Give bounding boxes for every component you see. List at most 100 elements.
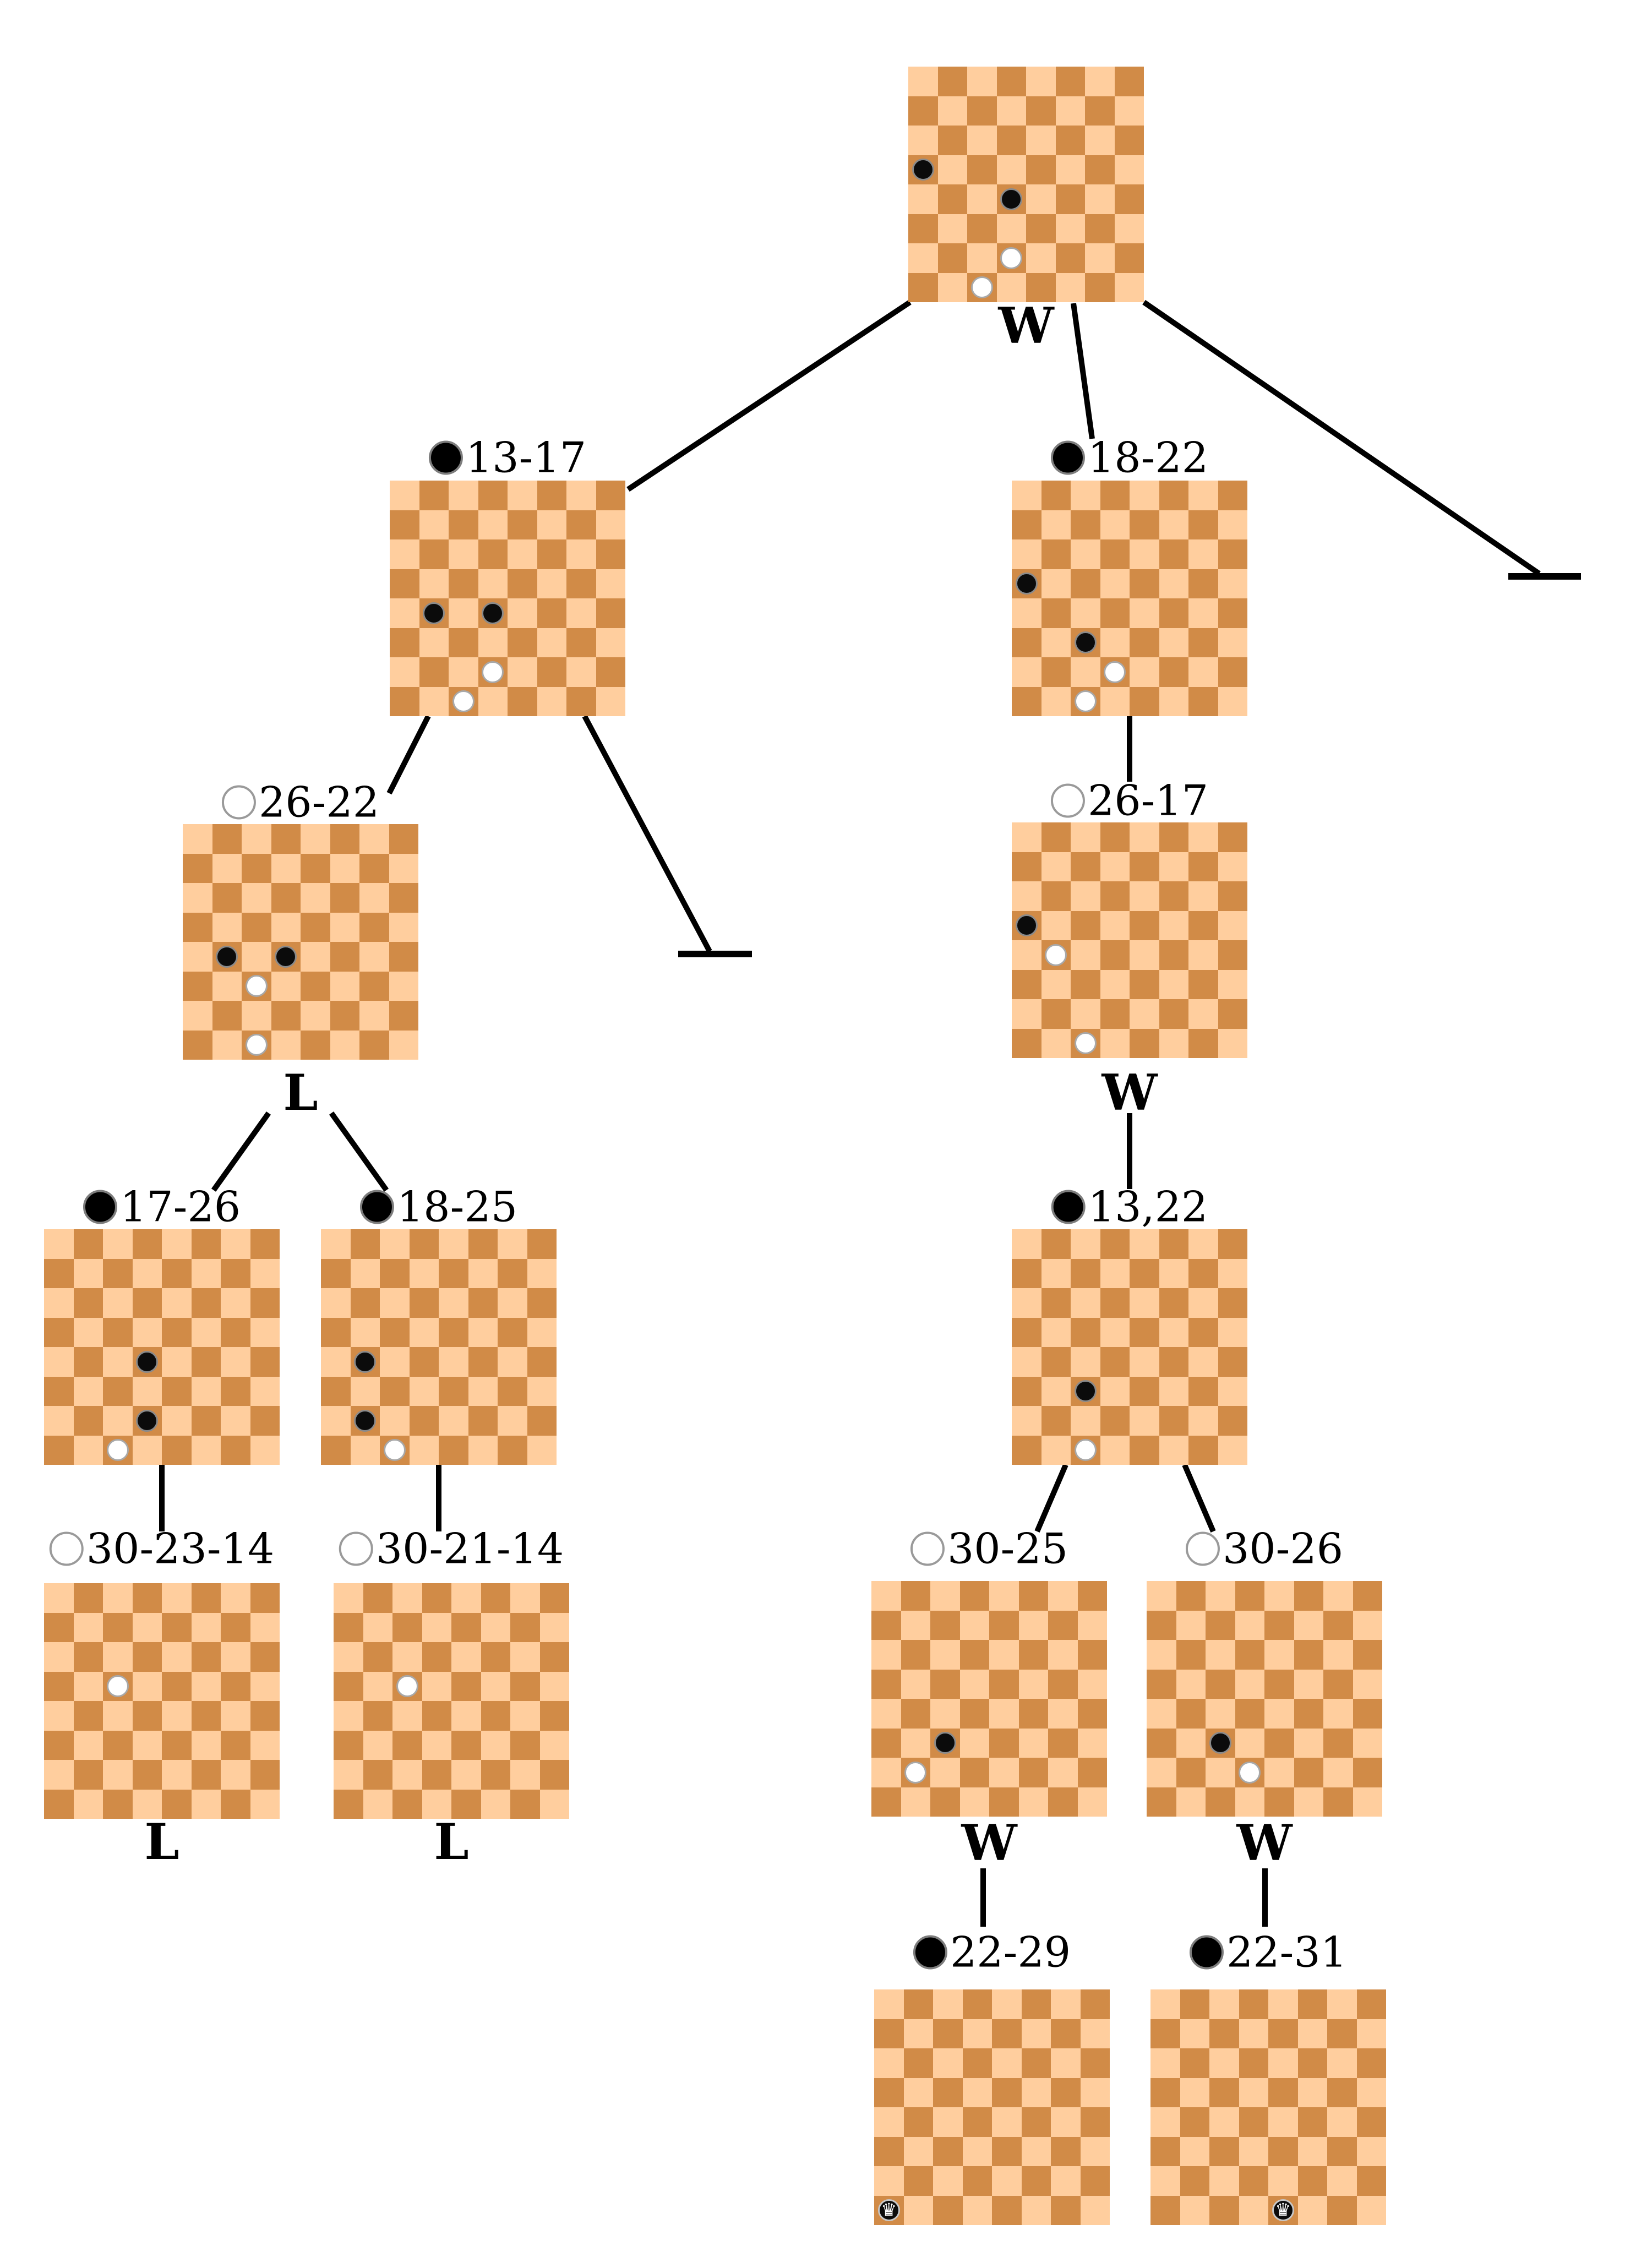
black-to-move-disc-icon <box>359 1190 394 1224</box>
board-square <box>1159 1317 1188 1347</box>
board-square <box>1071 881 1100 911</box>
board-square <box>901 1581 930 1611</box>
board-square <box>301 912 330 942</box>
board-square <box>422 1730 451 1760</box>
board-square <box>1114 272 1144 302</box>
white-man-piece <box>452 690 475 713</box>
black-man-piece <box>1000 188 1023 210</box>
board-square <box>962 2078 992 2107</box>
board-square <box>527 1317 557 1347</box>
board-square <box>566 657 596 687</box>
board-square <box>1130 940 1159 970</box>
board-square <box>596 657 625 687</box>
board-square <box>212 912 242 942</box>
board-square <box>1130 1258 1159 1288</box>
tree-edge-b13-22-to-w30-25 <box>1034 1464 1068 1533</box>
board-square <box>132 1583 162 1613</box>
move-text: 30-25 <box>947 1524 1068 1573</box>
board-square <box>330 1030 359 1060</box>
board-square <box>1021 1989 1051 2019</box>
board-square <box>996 67 1026 96</box>
board-square <box>1323 1610 1353 1640</box>
board-square <box>271 971 301 1001</box>
board-square <box>389 1001 418 1031</box>
board-square <box>930 1581 960 1611</box>
board-square <box>1180 2166 1209 2196</box>
board-square <box>1264 1787 1294 1817</box>
board-square <box>871 1699 901 1729</box>
board-square <box>1218 911 1247 940</box>
board-square <box>191 1317 221 1347</box>
board-square <box>392 1612 422 1642</box>
move-text: 30-26 <box>1222 1524 1344 1573</box>
board-square <box>1048 1640 1078 1670</box>
board-square <box>1294 1728 1323 1758</box>
board-square <box>566 510 596 539</box>
board-square <box>1188 1028 1218 1058</box>
board-square <box>1327 2195 1357 2225</box>
board-square <box>992 2107 1022 2137</box>
board-square <box>183 971 212 1001</box>
board-square <box>903 2048 933 2078</box>
board-square <box>301 1001 330 1031</box>
board-square <box>1297 2107 1327 2137</box>
board-square <box>132 1288 162 1318</box>
board-square <box>422 1642 451 1672</box>
board-square <box>871 1787 901 1817</box>
board-square <box>1239 2078 1268 2107</box>
board-square <box>596 481 625 510</box>
board-square <box>1012 686 1041 716</box>
board-square <box>539 1583 569 1613</box>
board-square <box>183 853 212 883</box>
board-square <box>1012 481 1041 510</box>
board-square <box>250 1376 280 1406</box>
board-square <box>1130 628 1159 657</box>
board-square <box>132 1701 162 1731</box>
outcome-label-w30-26: W <box>1236 1814 1293 1872</box>
white-man-piece <box>1239 1761 1261 1784</box>
board-square <box>221 1701 250 1731</box>
board-square <box>1130 822 1159 852</box>
board-square <box>1323 1787 1353 1817</box>
board-square <box>1041 852 1071 881</box>
board-square <box>1114 155 1144 184</box>
board-square <box>44 1730 74 1760</box>
board-square <box>1048 1728 1078 1758</box>
board-square <box>1218 1406 1247 1436</box>
board-square <box>874 2078 904 2107</box>
board-square <box>1150 2048 1180 2078</box>
board-square <box>1188 822 1218 852</box>
board-square <box>1218 628 1247 657</box>
board-square <box>537 510 566 539</box>
move-text: 22-29 <box>950 1927 1071 1977</box>
board-square <box>903 2136 933 2166</box>
board-square <box>183 883 212 913</box>
board-square <box>930 1787 960 1817</box>
board-square <box>162 1760 192 1790</box>
board-square <box>1147 1758 1176 1787</box>
board-square <box>183 942 212 972</box>
board-square <box>1206 1581 1235 1611</box>
board-square <box>1130 852 1159 881</box>
board-square <box>1218 1258 1247 1288</box>
board-square <box>959 1610 989 1640</box>
board-square <box>1264 1699 1294 1729</box>
board-square <box>1159 628 1188 657</box>
board-square <box>1021 2019 1051 2048</box>
board-square <box>250 1789 280 1819</box>
board-square <box>1218 598 1247 628</box>
board-square <box>1356 1989 1386 2019</box>
move-label-w30-26: 30-26 <box>1185 1524 1344 1573</box>
board-square <box>73 1258 103 1288</box>
board-square <box>903 2019 933 2048</box>
board-square <box>1100 628 1130 657</box>
board-square <box>1071 539 1100 569</box>
board-square <box>874 2136 904 2166</box>
board-square <box>1071 569 1100 598</box>
board-square <box>537 539 566 569</box>
board-square <box>422 1671 451 1701</box>
board-square <box>1327 2078 1357 2107</box>
board-square <box>301 853 330 883</box>
move-text: 13-17 <box>465 433 587 482</box>
board-square <box>1100 1258 1130 1288</box>
